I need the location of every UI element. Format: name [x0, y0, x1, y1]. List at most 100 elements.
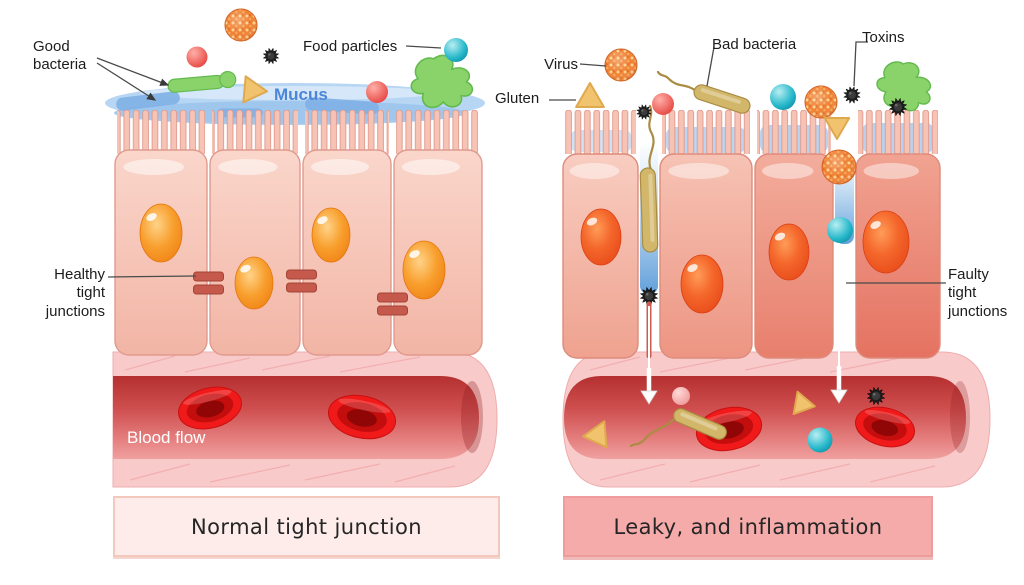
gluten-triangle-icon [575, 82, 605, 108]
vessel-texture [209, 464, 291, 483]
microvilli [565, 110, 636, 154]
junction-bar [286, 269, 317, 280]
blood-vessel-right [562, 351, 991, 488]
nucleus-highlight [774, 232, 786, 241]
nucleus-highlight [687, 264, 698, 272]
toxin-highlight [645, 292, 649, 296]
tight-junction [377, 292, 408, 316]
bad-bacteria-icon [673, 408, 727, 440]
microvilli [305, 110, 389, 154]
food-particle-teal [444, 38, 468, 62]
epithelial-cell [209, 149, 301, 356]
leaked-food-particle [807, 427, 833, 453]
cell-sheen [569, 163, 620, 179]
arrow-down-icon [830, 366, 848, 404]
caption-normal-tight-junction: Normal tight junction [113, 496, 500, 557]
junction-bar [377, 305, 408, 316]
food-particles-label: Food particles [303, 38, 398, 55]
rod-highlight [648, 173, 655, 242]
toxin-core [267, 52, 275, 60]
red-blood-cell [327, 394, 397, 440]
vessel-texture [689, 464, 761, 483]
rbc-center [196, 400, 225, 418]
leaked-particle-pink [672, 387, 690, 405]
leaking-food-particle [827, 217, 853, 243]
cell-sheen [401, 159, 460, 175]
toxin-core [644, 291, 654, 301]
epithelial-cell [302, 149, 392, 356]
cell-sheen [863, 163, 920, 179]
vessel-texture [184, 357, 251, 373]
cell-body [209, 149, 301, 356]
cell-sheen [123, 159, 184, 175]
nucleus-highlight [586, 217, 598, 226]
right-panel-graphics [562, 48, 991, 488]
nucleus [580, 208, 622, 266]
lumen-cap-shade [461, 381, 483, 453]
toxin-highlight [872, 392, 876, 396]
label-line [107, 275, 197, 278]
faulty-tight-junctions-label: Faulty tight junctions [948, 266, 1008, 320]
food-particle-teal [770, 84, 796, 110]
label-line [853, 41, 868, 87]
nucleus [402, 240, 446, 300]
virus-shade [605, 49, 637, 81]
flagellum [656, 70, 698, 93]
label-line [579, 63, 607, 67]
nucleus [311, 207, 351, 263]
bacteria-rod [693, 84, 751, 114]
nucleus [234, 256, 274, 310]
label-line [405, 45, 442, 49]
rod-highlight [680, 412, 718, 431]
rbc-gloss [183, 389, 232, 405]
toxin-highlight [268, 53, 271, 56]
nucleus [680, 254, 724, 314]
inflamed-epithelial-cell [855, 153, 941, 359]
microvilli [212, 110, 298, 154]
inflamed-epithelial-cell [754, 153, 834, 359]
vessel-texture [124, 355, 176, 371]
arrow-head [640, 390, 658, 405]
food-particle-red [366, 81, 388, 103]
mucus-streak [116, 91, 180, 111]
vessel-texture [589, 356, 641, 371]
rbc-gloss [701, 410, 752, 425]
mucus-sheen [140, 86, 440, 100]
bad-bacteria-icon [693, 84, 751, 114]
gluten-triangle-icon [792, 390, 816, 415]
toxin-core [640, 108, 648, 116]
red-blood-cell [855, 406, 915, 448]
microvilli [858, 110, 938, 154]
red-blood-cell [178, 386, 242, 430]
vessel-texture [304, 463, 381, 481]
nucleus-highlight [409, 250, 420, 258]
junction-bar [193, 271, 224, 282]
vessel-texture [829, 356, 906, 373]
rbc-gloss [864, 409, 911, 424]
virus-shade [805, 86, 837, 118]
rbc-center [346, 409, 377, 427]
toxin-core [871, 391, 881, 401]
virus-icon [604, 48, 638, 82]
virus-icon [821, 149, 857, 185]
faulty-junction-gap [639, 104, 659, 405]
vessel-texture [261, 355, 331, 371]
vessel-texture [779, 463, 851, 481]
leader-lines [96, 41, 946, 284]
gluten-triangle-icon [242, 75, 268, 104]
caption-leaky-inflammation: Leaky, and inflammation [563, 496, 933, 557]
label-line [706, 46, 715, 87]
epithelial-cell [393, 149, 483, 356]
good-bacteria-icon [410, 54, 474, 109]
food-particle-red [186, 46, 208, 68]
virus-icon [224, 8, 258, 42]
junction-bar [193, 284, 224, 295]
toxin-highlight [894, 103, 898, 107]
label-line [96, 62, 157, 101]
virus-label: Virus [544, 56, 578, 73]
nucleus [862, 210, 910, 274]
mucus-label: Mucus [274, 85, 328, 104]
microvilli [117, 110, 205, 154]
